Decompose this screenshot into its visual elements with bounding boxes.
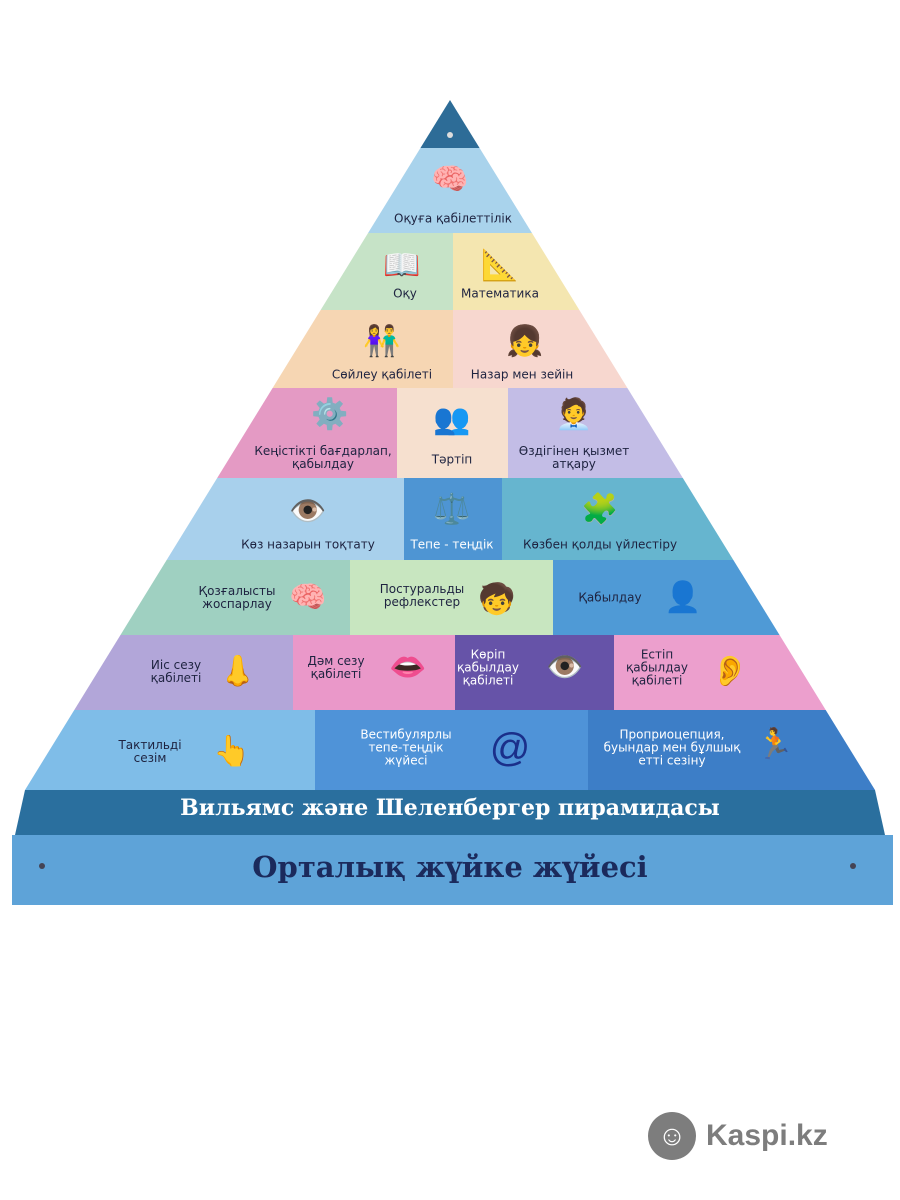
label-perception: Қабылдау — [578, 590, 642, 605]
ear-icon: 👂 — [711, 655, 749, 688]
finger-touch-icon: 👆 — [213, 735, 251, 768]
kaspi-watermark: ☺ Kaspi.kz — [648, 1112, 828, 1160]
label-proprioception: Проприоцепция, буындар мен бұлшық етті с… — [603, 727, 741, 768]
mouth-icon: 👄 — [389, 651, 427, 684]
label-vision: Көріп қабылдау қабілеті — [457, 647, 519, 688]
people-balance-icon: 👥 — [433, 403, 471, 436]
boy-icon: 🧒 — [478, 583, 516, 616]
label-independent: Өздігінен қызмет атқару — [518, 444, 630, 471]
brain-book-icon: 🧠 — [431, 163, 469, 196]
head-icon: 👤 — [664, 581, 702, 614]
title-banner — [15, 790, 885, 835]
label-balance: Тепе - теңдік — [410, 537, 494, 552]
girl-thinking-icon: 👧 — [506, 325, 544, 358]
base-panel — [12, 835, 893, 905]
children-talking-icon: 👫 — [363, 325, 401, 358]
label-speech: Сөйлеу қабілеті — [331, 367, 433, 382]
label-taste: Дәм сезу қабілеті — [307, 654, 365, 681]
eye-focus-icon: 👁️ — [289, 495, 327, 528]
kaspi-text: Kaspi.kz — [706, 1119, 828, 1152]
person-desk-icon: 🧑‍💼 — [555, 398, 593, 431]
label-learning-ability: Оқуға қабілеттілік — [393, 211, 513, 226]
label-gaze: Көз назарын тоқтату — [241, 537, 375, 552]
apex — [25, 100, 875, 148]
eye-icon: 👁️ — [546, 651, 584, 684]
spiral-icon: @ — [489, 726, 531, 770]
brain-icon: 🧠 — [289, 581, 327, 614]
nose-icon: 👃 — [219, 655, 257, 688]
label-attention: Назар мен зейін — [470, 367, 574, 382]
math-icon: 📐 — [481, 249, 519, 282]
banner-title: Вильямс және Шеленбергер пирамидасы — [180, 795, 720, 821]
label-vestibular: Вестибулярлы тепе-теңдік жүйесі — [360, 727, 452, 768]
label-discipline: Тәртіп — [431, 452, 473, 467]
label-math: Математика — [461, 286, 539, 301]
muscle-figure-icon: 🏃 — [756, 728, 794, 761]
label-hearing: Естіп қабылдау қабілеті — [626, 647, 688, 688]
scales-icon: ⚖️ — [433, 493, 471, 526]
kaspi-logo-icon: ☺ — [648, 1112, 696, 1160]
label-reading: Оқу — [393, 286, 417, 301]
label-motor-planning: Қозғалысты жоспарлау — [198, 584, 276, 611]
label-spatial: Кеңістікті бағдарлап, қабылдау — [254, 444, 392, 471]
gears-icon: ⚙️ — [311, 398, 349, 431]
label-eye-hand: Көзбен қолды үйлестіру — [522, 537, 678, 552]
label-tactile: Тактильді сезім — [118, 738, 182, 765]
book-icon: 📖 — [383, 249, 421, 282]
label-smell: Иіс сезу қабілеті — [150, 658, 202, 685]
label-postural: Постуральды рефлекстер — [379, 582, 465, 609]
puzzle-hands-icon: 🧩 — [581, 493, 619, 526]
base-title: Орталық жүйке жүйесі — [252, 850, 648, 884]
